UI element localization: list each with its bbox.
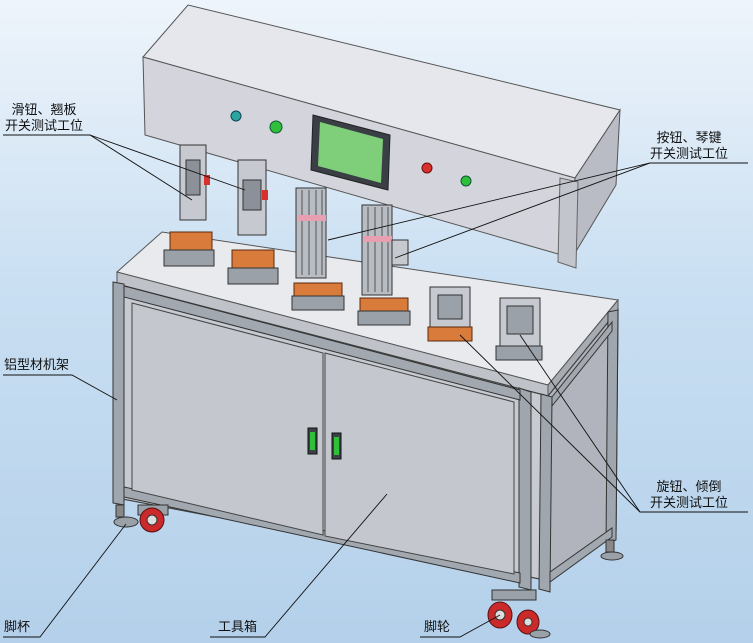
- frame-side-rail-bottom: [549, 527, 613, 583]
- cabinet-door-right: [324, 352, 515, 575]
- frame-right-post: [538, 393, 553, 593]
- red-stop-button: [421, 162, 433, 174]
- label-tool-box: 工具箱: [218, 620, 258, 635]
- foot-cup-left: [113, 504, 139, 528]
- button-switch-station-1: [291, 187, 345, 311]
- rotary-switch-station-1: [427, 286, 473, 342]
- door-handle-right-grip: [334, 437, 339, 455]
- label-foot-cup: 脚杯: [4, 620, 31, 635]
- label-slide-switch-line2: 开关测试工位: [5, 119, 84, 134]
- button-switch-station-2: [357, 204, 411, 326]
- label-rotary-switch-line2: 开关测试工位: [650, 496, 729, 511]
- label-button-switch-line2: 开关测试工位: [650, 147, 729, 162]
- slide-switch-station-1: [163, 144, 215, 267]
- caster-left: [137, 504, 169, 533]
- label-slide-switch-station: 滑钮、翘板 开关测试工位: [5, 103, 83, 135]
- slide-switch-station-2: [227, 159, 279, 285]
- label-button-switch-station: 按钮、琴键 开关测试工位: [650, 131, 728, 163]
- frame-left-post: [112, 281, 125, 506]
- leader-lines: [3, 134, 748, 638]
- green-run-light: [460, 175, 472, 187]
- rotary-switch-station-2: [495, 297, 543, 361]
- frame-back-post: [605, 309, 619, 546]
- panel-column: [557, 177, 579, 269]
- frame-middle-post: [518, 387, 532, 591]
- indicator-light-1: [230, 110, 242, 122]
- frame-side-rail-top: [551, 320, 613, 408]
- cabinet-door-left: [131, 302, 324, 536]
- foot-cup-right: [600, 539, 624, 561]
- label-rotary-switch-station: 旋钮、倾倒 开关测试工位: [650, 480, 728, 512]
- green-start-button: [269, 120, 283, 134]
- frame-top-rail: [123, 285, 521, 401]
- touch-screen: [318, 122, 383, 183]
- label-caster: 脚轮: [424, 620, 451, 635]
- label-aluminum-frame: 铝型材机架: [4, 358, 70, 373]
- caster-front: [487, 589, 551, 639]
- label-slide-switch-line1: 滑钮、翘板: [11, 103, 77, 118]
- door-handle-left-grip: [310, 432, 315, 450]
- label-rotary-switch-line1: 旋钮、倾倒: [656, 480, 722, 495]
- label-button-switch-line1: 按钮、琴键: [656, 131, 722, 146]
